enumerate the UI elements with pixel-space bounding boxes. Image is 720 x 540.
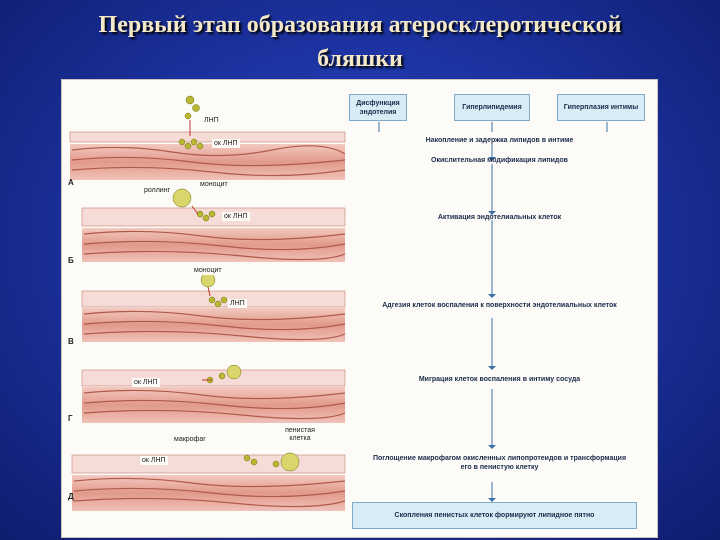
slide-title: Первый этап образования атеросклеротичес… bbox=[0, 8, 720, 76]
step-lipid-accumulation: Накопление и задержка липидов в интиме bbox=[362, 134, 637, 146]
step-endothelial-activation: Активация эндотелиальных клеток bbox=[362, 211, 637, 223]
box-hyperlipidemia: Гиперлипидемия bbox=[454, 94, 530, 121]
step-cell-migration: Миграция клеток воспаления в интиму сосу… bbox=[382, 368, 617, 390]
box-intima-hyperplasia: Гиперплазия интимы bbox=[557, 94, 645, 121]
step-oxidative-modification: Окислительная модификация липидов bbox=[362, 154, 637, 166]
box-lipid-streak: Скопления пенистых клеток формируют липи… bbox=[352, 502, 637, 529]
slide-title-line1: Первый этап образования атеросклеротичес… bbox=[0, 8, 720, 42]
slide-title-line2: бляшки bbox=[0, 42, 720, 76]
step-foam-cell-transformation: Поглощение макрофагом окисленных липопро… bbox=[367, 447, 632, 479]
step-inflammatory-adhesion: Адгезия клеток воспаления к поверхности … bbox=[362, 294, 637, 316]
box-endothelial-dysfunction: Дисфункция эндотелия bbox=[349, 94, 407, 121]
figure-panel: А Б В Г Д ЛНП ок ЛНП роллинг моноцит ок … bbox=[61, 79, 658, 538]
